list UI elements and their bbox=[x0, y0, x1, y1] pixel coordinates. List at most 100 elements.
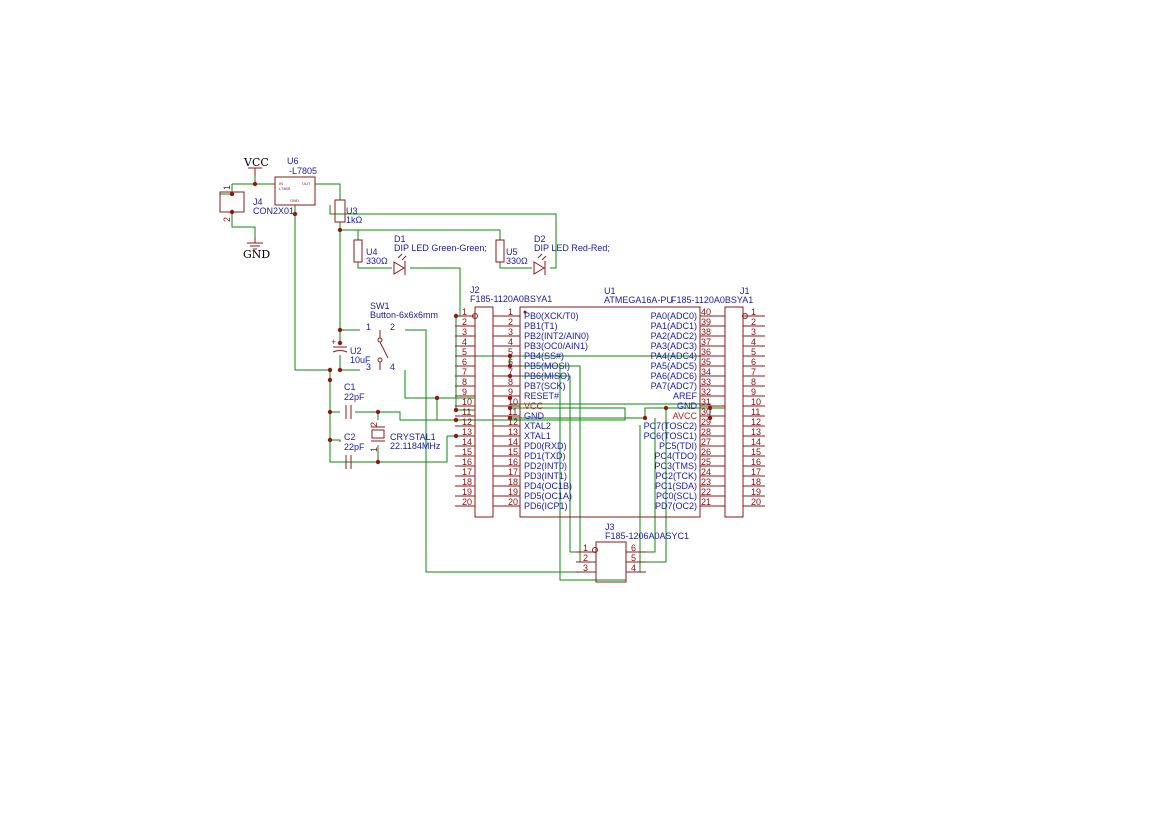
u1-pin-number-right: 23 bbox=[701, 477, 711, 487]
u1-ref: U1 bbox=[604, 286, 616, 296]
crystal-ref: CRYSTAL1 bbox=[390, 432, 436, 442]
header-j2[interactable]: J2 F185-1120A0BSYA1 12345678910111213141… bbox=[455, 285, 552, 518]
j1-pin-number: 20 bbox=[751, 497, 761, 507]
j1-pin-number: 6 bbox=[751, 357, 756, 367]
svg-text:+: + bbox=[331, 337, 336, 347]
j2-pin-number: 11 bbox=[462, 407, 471, 417]
u1-pin-name-left: PD3(INT1) bbox=[524, 471, 567, 481]
gnd-label: GND bbox=[243, 248, 270, 261]
j1-ref: J1 bbox=[740, 286, 750, 296]
u1-pin-name-left: PB3(OC0/AIN1) bbox=[524, 341, 588, 351]
j2-pin-number: 16 bbox=[462, 457, 472, 467]
led-d2[interactable]: D2 DIP LED Red-Red; bbox=[533, 234, 610, 275]
u1-pin-number-left: 17 bbox=[508, 467, 518, 477]
j3-pin-number-left: 3 bbox=[583, 563, 588, 573]
u1-pin-name-left: PB0(XCK/T0) bbox=[524, 311, 579, 321]
j3-pin-number-right: 5 bbox=[631, 553, 636, 563]
u3-value: 1kΩ bbox=[346, 215, 363, 225]
j1-pin-number: 7 bbox=[751, 367, 756, 377]
j1-pin-number: 10 bbox=[751, 397, 761, 407]
d1-value: DIP LED Green-Green; bbox=[394, 243, 487, 253]
j4-pin2: 2 bbox=[222, 217, 232, 222]
u1-pin-name-right: PC6(TOSC1) bbox=[644, 431, 697, 441]
j2-pin-number: 15 bbox=[462, 447, 472, 457]
j2-pin-number: 4 bbox=[462, 337, 467, 347]
capacitor-u2[interactable]: + U2 10uF bbox=[331, 337, 371, 365]
u1-pin-name-left: VCC bbox=[524, 401, 544, 411]
u1-pin-name-right: PA5(ADC5) bbox=[651, 361, 697, 371]
d2-ref: D2 bbox=[534, 234, 546, 244]
u1-pin-number-right: 35 bbox=[701, 357, 711, 367]
capacitor-c1[interactable]: C1 22pF bbox=[344, 382, 365, 419]
u1-pin-number-left: 11 bbox=[508, 407, 517, 417]
u1-pin-number-left: 10 bbox=[508, 397, 518, 407]
u1-pin-number-right: 22 bbox=[701, 487, 711, 497]
sw1-pin3: 3 bbox=[366, 362, 371, 372]
u1-pin-number-left: 15 bbox=[508, 447, 518, 457]
u1-pin-name-left: XTAL2 bbox=[524, 421, 551, 431]
u1-pin-number-left: 7 bbox=[508, 367, 513, 377]
j1-pin-number: 15 bbox=[751, 447, 761, 457]
capacitor-c2[interactable]: C2 22pF bbox=[344, 432, 365, 469]
j3-value: F185-1206A0ASYC1 bbox=[605, 531, 689, 541]
j2-pin-number: 1 bbox=[462, 307, 467, 317]
u1-pin-number-right: 27 bbox=[701, 437, 711, 447]
u1-pin-number-left: 3 bbox=[508, 327, 513, 337]
button-sw1[interactable]: SW1 Button-6x6x6mm 1 2 3 4 bbox=[366, 301, 438, 372]
sw1-pin2: 2 bbox=[390, 322, 395, 332]
u6-out-pin: OUT bbox=[302, 181, 311, 186]
u1-pin-name-left: RESET# bbox=[524, 391, 559, 401]
u4-value: 330Ω bbox=[366, 256, 388, 266]
resistor-u5[interactable]: U5 330Ω bbox=[495, 239, 528, 266]
wires bbox=[219, 172, 725, 581]
j2-value: F185-1120A0BSYA1 bbox=[470, 294, 552, 304]
crystal-1[interactable]: 2 1 CRYSTAL1 22.1184MHz bbox=[369, 422, 441, 452]
u6-model: L7805 bbox=[279, 186, 291, 191]
u1-pin-number-left: 12 bbox=[508, 417, 518, 427]
j2-pin-number: 13 bbox=[462, 427, 472, 437]
u2-value: 10uF bbox=[350, 355, 371, 365]
resistor-u4[interactable]: U4 330Ω bbox=[353, 239, 388, 266]
u1-pin-name-right: PC3(TMS) bbox=[655, 461, 698, 471]
u4-ref: U4 bbox=[366, 247, 378, 257]
u1-pin-number-right: 24 bbox=[701, 467, 711, 477]
j2-pin-number: 20 bbox=[462, 497, 472, 507]
led-d1[interactable]: D1 DIP LED Green-Green; bbox=[393, 234, 487, 275]
u1-pin-name-right: PC7(TOSC2) bbox=[644, 421, 697, 431]
u1-pin-number-left: 13 bbox=[508, 427, 518, 437]
u6-gnd-pin: GND bbox=[290, 198, 299, 203]
u1-pin-number-right: 33 bbox=[701, 377, 711, 387]
resistor-u3[interactable]: U3 1kΩ bbox=[334, 199, 363, 225]
j1-pin-number: 16 bbox=[751, 457, 761, 467]
u1-pin-number-right: 29 bbox=[701, 417, 711, 427]
u5-value: 330Ω bbox=[506, 256, 528, 266]
u2-ref: U2 bbox=[350, 346, 362, 356]
u1-pin-number-right: 38 bbox=[701, 327, 711, 337]
u1-pin-number-left: 5 bbox=[508, 347, 513, 357]
u1-pin-name-left: PB5(MOSI) bbox=[524, 361, 570, 371]
j2-pin-number: 14 bbox=[462, 437, 472, 447]
u1-pin-number-left: 6 bbox=[508, 357, 513, 367]
regulator-u6[interactable]: U6 -L7805 IN L7805 OUT GND bbox=[274, 156, 317, 206]
u1-pin-name-left: PD6(ICP1) bbox=[524, 501, 568, 511]
u1-pin-name-left: PB2(INT2/AIN0) bbox=[524, 331, 589, 341]
j3-pin-number-left: 1 bbox=[583, 543, 588, 553]
u1-pin-number-right: 25 bbox=[701, 457, 711, 467]
j2-pin-number: 9 bbox=[462, 387, 467, 397]
u1-pin-name-left: XTAL1 bbox=[524, 431, 551, 441]
j2-pin-number: 3 bbox=[462, 327, 467, 337]
u1-pin-number-right: 37 bbox=[701, 337, 711, 347]
j3-ref: J3 bbox=[605, 522, 615, 532]
c1-ref: C1 bbox=[344, 382, 356, 392]
header-j1[interactable]: J1 F185-1120A0BSYA1 12345678910111213141… bbox=[671, 286, 765, 518]
u1-pin-number-right: 26 bbox=[701, 447, 711, 457]
u1-pin-number-left: 20 bbox=[508, 497, 518, 507]
j1-pin-number: 18 bbox=[751, 477, 761, 487]
j2-pin-number: 18 bbox=[462, 477, 472, 487]
vcc-label: VCC bbox=[243, 156, 269, 169]
j1-pin-number: 2 bbox=[751, 317, 756, 327]
u1-pin-number-left: 19 bbox=[508, 487, 518, 497]
